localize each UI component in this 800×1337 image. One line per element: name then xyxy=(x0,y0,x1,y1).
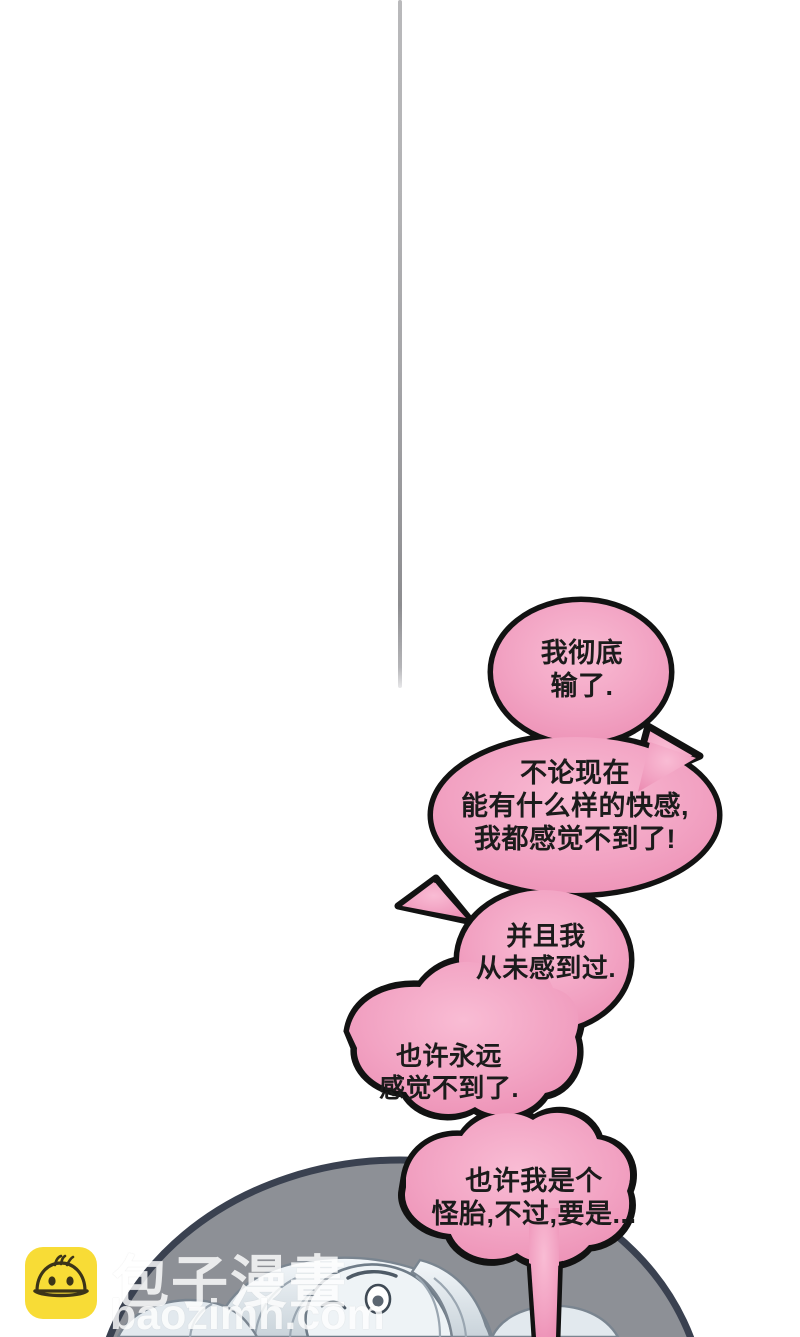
character-eye-far xyxy=(320,1300,347,1310)
character-hair-front xyxy=(410,1258,492,1337)
baozi-bun-logo-icon xyxy=(25,1247,97,1319)
bubble-5-text: 也许我是个 怪胎,不过,要是... xyxy=(431,1166,637,1229)
character-cloth-left xyxy=(116,1298,259,1337)
character-eyebrow xyxy=(346,1270,398,1280)
bubble-4-text: 也许永远 感觉不到了. xyxy=(378,1041,520,1103)
bubble-2-tail xyxy=(394,874,476,926)
character-group xyxy=(116,1256,621,1337)
watermark-domain: baozimh.com xyxy=(110,1291,385,1337)
vertical-stroke-line xyxy=(398,0,402,688)
bubble-2-text: 不论现在 能有什么样的快感, 我都感觉不到了! xyxy=(460,758,689,854)
watermark-chinese: 包子漫畫 xyxy=(112,1251,348,1315)
bubble-3-text: 并且我 从未感到过. xyxy=(475,921,617,983)
bubble-1-text: 我彻底 输了. xyxy=(540,638,624,701)
watermark: 包子漫畫 baozimh.com xyxy=(22,1243,385,1337)
